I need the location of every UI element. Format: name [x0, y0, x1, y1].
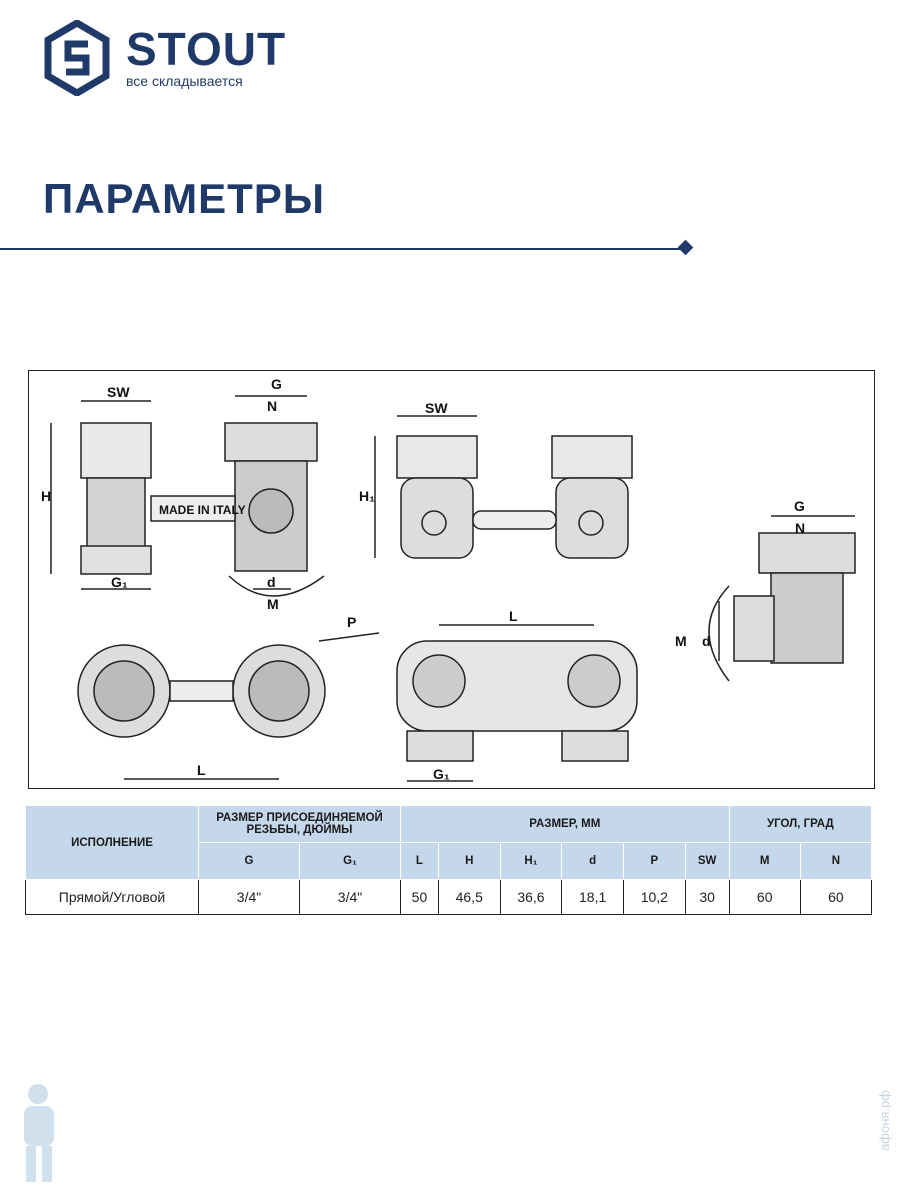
label-m: M [267, 596, 279, 612]
label-d-3: d [702, 633, 711, 649]
cell: 30 [684, 879, 730, 915]
page-title: ПАРАМЕТРЫ [43, 175, 325, 222]
subheader: P [623, 842, 686, 880]
header-execution: ИСПОЛНЕНИЕ [25, 805, 199, 880]
cell: 60 [799, 879, 873, 915]
subheader: M [728, 842, 801, 880]
label-h: H [41, 488, 51, 504]
header-angle: УГОЛ, ГРАД [728, 805, 873, 843]
logo: STOUT все складывается [44, 20, 286, 96]
label-g: G [271, 376, 282, 392]
table-row: Прямой/Угловой 3/4" 3/4" 50 46,5 36,6 18… [25, 879, 873, 915]
cell: 3/4" [299, 879, 401, 915]
subheader: L [400, 842, 439, 880]
label-m-3: M [675, 633, 687, 649]
subheader: H₁ [499, 842, 563, 880]
divider-diamond [677, 239, 694, 256]
subheader: d [561, 842, 624, 880]
label-l: L [197, 762, 206, 778]
cell: 46,5 [437, 879, 501, 915]
cell: 36,6 [499, 879, 563, 915]
label-d: d [267, 574, 276, 590]
cell: 10,2 [623, 879, 686, 915]
technical-drawing: MADE IN ITALY SW G N H G₁ d M SW H₁ L P … [28, 370, 875, 789]
subheader: N [799, 842, 873, 880]
subheader: G [198, 842, 300, 880]
brand-name: STOUT [126, 23, 287, 75]
made-in-italy-label: MADE IN ITALY [159, 503, 246, 517]
label-n-3: N [795, 520, 805, 536]
cell: 3/4" [198, 879, 300, 915]
subheader: G₁ [299, 842, 401, 880]
divider [0, 248, 680, 250]
subheader: H [437, 842, 501, 880]
label-g-3: G [794, 498, 805, 514]
label-h1: H₁ [359, 488, 375, 504]
label-n: N [267, 398, 277, 414]
label-p: P [347, 614, 356, 630]
label-g1-2: G₁ [433, 766, 450, 782]
header-thread-size: РАЗМЕР ПРИСОЕДИНЯЕМОЙ РЕЗЬБЫ, ДЮЙМЫ [198, 805, 401, 843]
header-size-mm: РАЗМЕР, ММ [400, 805, 730, 843]
brand-tagline: все складывается [126, 73, 243, 89]
cell: 50 [400, 879, 439, 915]
watermark: афоня.рф [877, 1090, 892, 1151]
cell: 60 [728, 879, 801, 915]
parameters-table: ИСПОЛНЕНИЕ РАЗМЕР ПРИСОЕДИНЯЕМОЙ РЕЗЬБЫ,… [25, 805, 873, 915]
cell: 18,1 [561, 879, 624, 915]
cell-execution: Прямой/Угловой [25, 879, 199, 915]
label-g1: G₁ [111, 574, 128, 590]
stout-logo-icon [44, 20, 110, 96]
label-l-2: L [509, 608, 518, 624]
subheader: SW [684, 842, 730, 880]
plumber-mascot-icon [24, 1084, 54, 1182]
label-sw: SW [107, 384, 130, 400]
label-sw-2: SW [425, 400, 448, 416]
